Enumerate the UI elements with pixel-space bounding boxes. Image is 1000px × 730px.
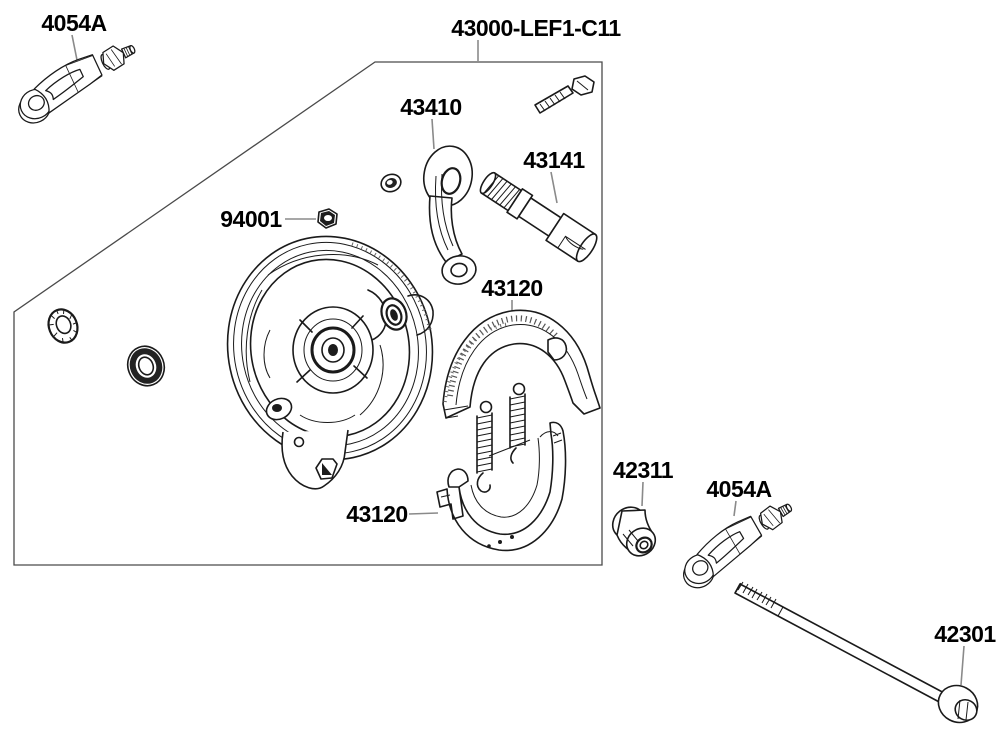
label-axle-bolt: 42301 <box>934 621 997 686</box>
part-bolt-top <box>534 75 595 114</box>
part-camshaft <box>479 171 598 263</box>
svg-text:43410: 43410 <box>400 94 461 120</box>
part-backing-plate <box>226 235 434 490</box>
label-collar: 42311 <box>613 457 674 507</box>
part-oil-seal <box>126 345 166 387</box>
assembly-code-text: 43000-LEF1-C11 <box>451 15 621 41</box>
part-rod-joint-left <box>8 35 146 129</box>
spring-link-line <box>488 439 531 457</box>
part-return-spring-right <box>509 382 526 464</box>
label-cam-lever: 43410 <box>400 94 462 150</box>
svg-text:4054A: 4054A <box>706 476 771 502</box>
label-joint-right: 4054A <box>706 476 772 517</box>
part-nut <box>317 208 338 229</box>
part-cam-lever <box>422 145 477 285</box>
label-shoe-lower: 43120 <box>346 501 439 527</box>
svg-text:43141: 43141 <box>523 147 585 173</box>
label-assembly-code: 43000-LEF1-C11 <box>451 15 622 61</box>
part-brake-shoe-upper <box>442 309 601 419</box>
svg-text:94001: 94001 <box>220 206 282 232</box>
part-return-spring-left <box>476 400 493 493</box>
part-grommet-ring <box>380 173 402 193</box>
svg-text:43120: 43120 <box>481 275 542 301</box>
svg-text:4054A: 4054A <box>41 10 106 36</box>
assembly-boundary <box>13 61 603 566</box>
label-joint-left: 4054A <box>41 10 107 61</box>
part-lock-washer <box>47 308 79 344</box>
part-collar <box>611 506 657 557</box>
svg-text:42301: 42301 <box>934 621 996 647</box>
label-shoe-upper: 43120 <box>481 275 543 312</box>
label-camshaft: 43141 <box>523 147 586 204</box>
part-axle-bolt <box>734 581 979 724</box>
label-nut: 94001 <box>220 206 316 232</box>
svg-text:43120: 43120 <box>346 501 407 527</box>
part-brake-shoe-lower <box>436 421 567 552</box>
part-rod-joint-right <box>672 494 805 594</box>
svg-text:42311: 42311 <box>613 457 674 483</box>
